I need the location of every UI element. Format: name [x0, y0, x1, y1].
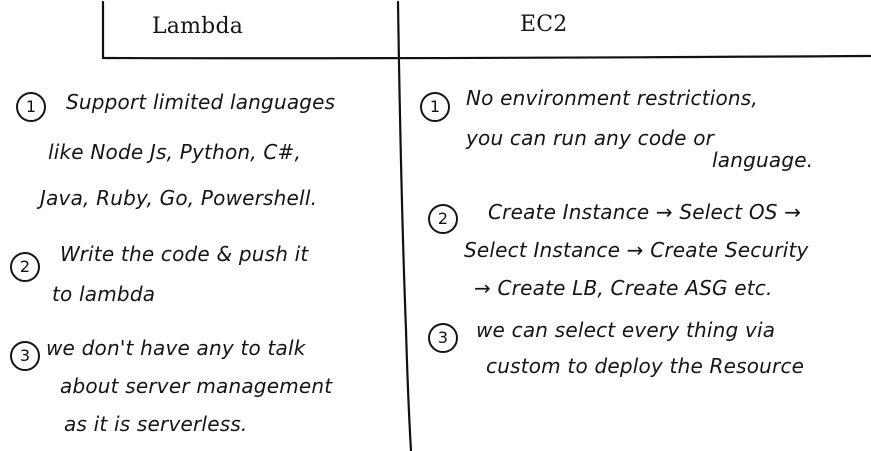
ec2-point-3-number: 3 [428, 323, 458, 353]
lambda-point-2-line-2: to lambda [52, 282, 156, 306]
ec2-point-2-line-1: Create Instance → Select OS → [488, 200, 802, 224]
lambda-point-2-number: 2 [10, 252, 40, 282]
ec2-point-3-line-1: we can select every thing via [476, 318, 776, 342]
ec2-point-1-line-2: you can run any code or [466, 126, 715, 150]
lambda-point-1-line-3: Java, Ruby, Go, Powershell. [40, 186, 318, 210]
ec2-point-1-line-1: No environment restrictions, [466, 86, 758, 110]
ec2-point-2-line-3: → Create LB, Create ASG etc. [474, 276, 773, 300]
lambda-point-3-number: 3 [10, 341, 40, 371]
ec2-header: EC2 [520, 12, 568, 37]
lambda-point-3-line-2: about server management [60, 374, 333, 398]
lambda-header: Lambda [152, 14, 244, 39]
lambda-point-3-line-3: as it is serverless. [64, 412, 248, 436]
ec2-point-1-number: 1 [420, 92, 450, 122]
ec2-point-1-line-3: language. [712, 148, 814, 172]
column-divider [396, 0, 413, 451]
ec2-point-3-line-2: custom to deploy the Resource [486, 354, 805, 378]
ec2-point-2-line-2: Select Instance → Create Security [464, 238, 809, 262]
lambda-point-1-number: 1 [16, 92, 46, 122]
header-bottom-line [101, 54, 871, 60]
lambda-point-2-line-1: Write the code & push it [60, 242, 309, 266]
lambda-point-1-line-2: like Node Js, Python, C#, [48, 140, 302, 164]
ec2-point-2-number: 2 [428, 204, 458, 234]
lambda-point-3-line-1: we don't have any to talk [46, 336, 306, 360]
lambda-point-1-line-1: Support limited languages [66, 90, 336, 114]
